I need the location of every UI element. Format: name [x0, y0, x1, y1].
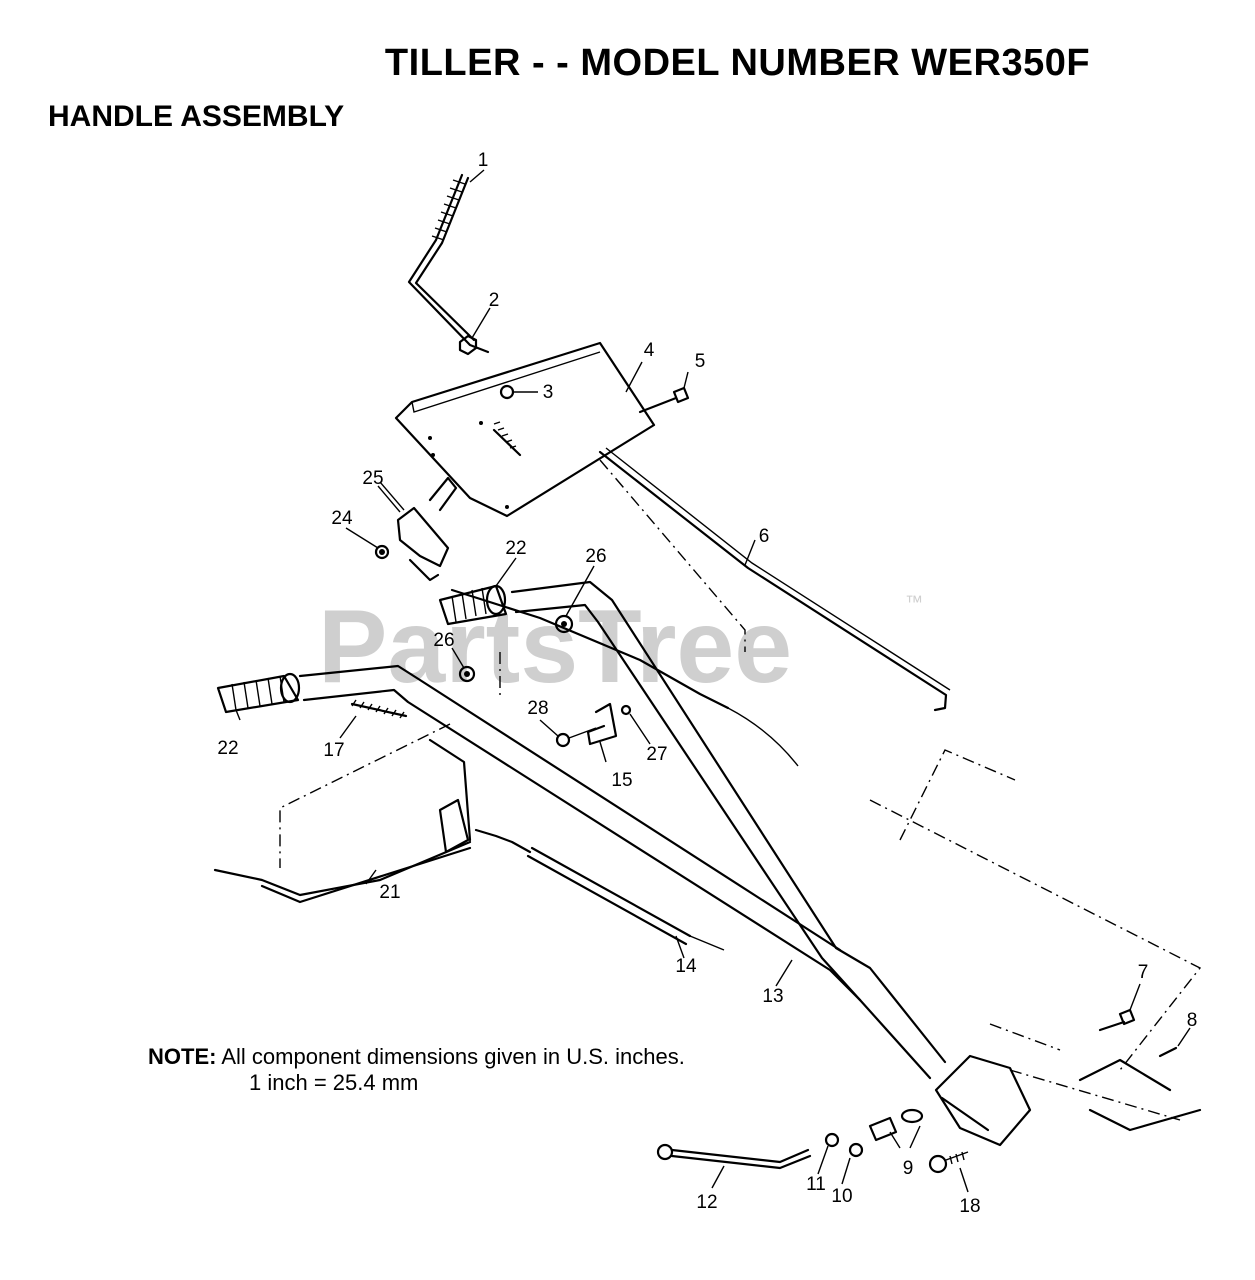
callout-17: 17 — [323, 740, 344, 761]
part-9-spacer — [868, 1108, 924, 1142]
callout-28: 28 — [527, 698, 548, 719]
callout-6: 6 — [759, 526, 770, 547]
callout-12: 12 — [696, 1192, 717, 1213]
callout-9: 9 — [903, 1158, 914, 1179]
part-3-screw — [479, 384, 538, 457]
callout-8: 8 — [1187, 1010, 1198, 1031]
control-cable — [450, 588, 730, 710]
part-13-mount — [934, 1023, 1202, 1147]
part-26-lower-knob — [458, 665, 476, 683]
part-24-nut — [374, 544, 390, 560]
callout-26-lower: 26 — [433, 630, 454, 651]
callout-1: 1 — [478, 150, 489, 171]
part-27-washer — [620, 704, 632, 716]
callout-2: 2 — [489, 290, 500, 311]
part-8-pin — [1158, 1046, 1178, 1058]
callout-21: 21 — [379, 882, 400, 903]
section-heading: HANDLE ASSEMBLY — [48, 100, 345, 133]
note-line-1: All component dimensions given in U.S. i… — [221, 1044, 685, 1069]
callout-7: 7 — [1138, 962, 1149, 983]
part-5-bolt — [638, 371, 690, 414]
lower-handle-tube — [298, 664, 862, 1002]
part-6-rod — [598, 447, 951, 712]
callout-3: 3 — [543, 382, 554, 403]
callout-24: 24 — [331, 508, 353, 529]
part-12-lever — [656, 1143, 812, 1170]
callout-4: 4 — [644, 340, 655, 361]
callout-10: 10 — [831, 1186, 852, 1207]
part-1-lever — [407, 173, 490, 354]
part-25-bracket — [379, 476, 458, 582]
part-4-panel — [394, 341, 656, 518]
callout-18: 18 — [959, 1196, 980, 1217]
note-line-2: 1 inch = 25.4 mm — [249, 1070, 419, 1095]
callout-5: 5 — [695, 351, 706, 372]
callout-26-upper: 26 — [585, 546, 606, 567]
part-14-cable — [474, 828, 725, 951]
note-label: NOTE: — [148, 1044, 217, 1069]
part-11-washer — [824, 1132, 840, 1148]
dimensions-note: NOTE: All component dimensions given in … — [148, 1044, 685, 1096]
part-15-bracket — [586, 702, 618, 746]
part-17-spring — [350, 699, 408, 719]
callout-22-lower: 22 — [217, 738, 238, 759]
leader-lines — [235, 169, 1191, 1193]
assembly-guide-line — [279, 652, 1202, 1071]
callout-27: 27 — [646, 744, 667, 765]
part-10-nut — [848, 1142, 864, 1158]
callout-14: 14 — [675, 956, 697, 977]
part-21-rod — [213, 738, 472, 904]
page-title: TILLER - - MODEL NUMBER WER350F — [384, 42, 1091, 84]
part-28-nut — [555, 727, 597, 748]
callout-25: 25 — [362, 468, 383, 489]
watermark-text: PartsTree — [318, 589, 792, 705]
part-22-lower-grip — [216, 672, 301, 714]
part-7-bolt — [1098, 1008, 1136, 1032]
callout-22-upper: 22 — [505, 538, 526, 559]
upper-handle-tube — [510, 580, 947, 1080]
callout-11: 11 — [806, 1174, 826, 1195]
callout-15: 15 — [611, 770, 632, 791]
callout-13: 13 — [762, 986, 783, 1007]
watermark-tm: ™ — [905, 592, 923, 612]
part-18-bolt — [928, 1151, 969, 1174]
part-2-nut — [458, 334, 478, 356]
